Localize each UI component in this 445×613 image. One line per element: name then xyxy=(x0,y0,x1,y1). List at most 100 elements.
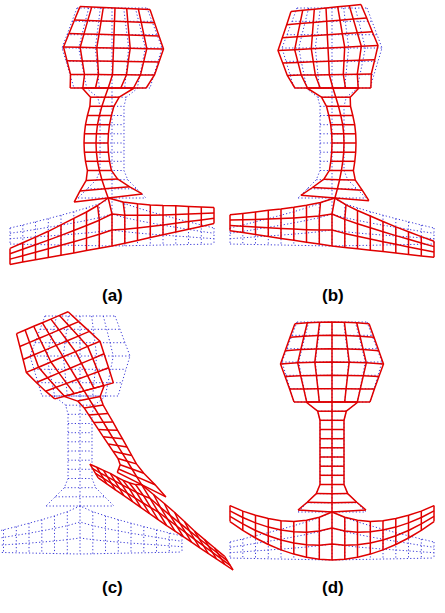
panel-label: (c) xyxy=(102,578,123,598)
deformed-mesh xyxy=(344,322,349,402)
deformed-mesh xyxy=(301,88,332,195)
deformed-mesh xyxy=(357,211,359,249)
undeformed-mesh xyxy=(92,512,93,554)
deformed-mesh xyxy=(350,88,369,201)
undeformed-mesh xyxy=(34,369,126,370)
deformed-mesh xyxy=(331,322,333,402)
deformed-mesh xyxy=(121,9,130,89)
deformed-mesh xyxy=(281,324,295,402)
deformed-mesh xyxy=(331,402,333,512)
deformed-mesh xyxy=(370,521,372,554)
undeformed-mesh xyxy=(105,516,106,554)
deformed-mesh xyxy=(9,248,11,264)
deformed-mesh xyxy=(333,88,344,198)
deformed-mesh xyxy=(213,208,215,224)
deformed-mesh xyxy=(108,88,142,194)
undeformed-mesh xyxy=(131,523,132,553)
undeformed-mesh xyxy=(68,460,92,461)
undeformed-mesh xyxy=(115,316,130,396)
deformed-mesh xyxy=(22,243,24,262)
deformed-mesh xyxy=(201,207,203,226)
deformed-mesh xyxy=(433,506,435,522)
deformed-mesh xyxy=(188,207,190,230)
undeformed-mesh xyxy=(68,441,92,442)
deformed-mesh xyxy=(98,206,100,249)
deformed-mesh xyxy=(408,515,410,538)
undeformed-mesh xyxy=(29,523,30,553)
deformed-mesh xyxy=(395,227,397,253)
deformed-mesh xyxy=(34,326,75,393)
undeformed-mesh xyxy=(421,539,422,558)
deformed-mesh xyxy=(331,512,333,560)
deformed-mesh xyxy=(64,396,120,472)
deformed-mesh xyxy=(96,88,108,198)
undeformed-mesh xyxy=(54,516,55,554)
undeformed-mesh xyxy=(332,402,333,512)
deformed-mesh xyxy=(64,7,81,88)
deformed-mesh xyxy=(73,218,75,253)
deformed-mesh xyxy=(255,515,257,538)
deformed-mesh xyxy=(280,209,282,238)
undeformed-mesh xyxy=(344,518,345,560)
deformed-mesh xyxy=(17,334,55,399)
undeformed-mesh xyxy=(242,539,243,558)
panel-label: (d) xyxy=(322,578,344,598)
deformed-mesh xyxy=(338,7,346,88)
undeformed-mesh xyxy=(67,512,68,554)
deformed-mesh xyxy=(98,478,233,570)
deformed-mesh xyxy=(315,322,320,402)
deformed-mesh xyxy=(349,6,361,88)
deformed-mesh xyxy=(382,222,384,252)
deformed-mesh xyxy=(80,7,92,88)
deformed-mesh xyxy=(129,483,149,514)
deformed-mesh xyxy=(268,518,270,544)
deformed-mesh xyxy=(93,469,228,561)
deformed-mesh xyxy=(175,206,177,232)
undeformed-mesh xyxy=(22,225,23,244)
undeformed-mesh xyxy=(319,518,320,560)
deformed-mesh xyxy=(86,212,88,251)
deformed-mesh xyxy=(48,231,50,257)
panel-label: (a) xyxy=(102,286,123,306)
deformed-mesh xyxy=(134,9,147,88)
deformed-mesh xyxy=(255,212,257,235)
deformed-mesh xyxy=(332,198,335,246)
undeformed-mesh xyxy=(344,402,366,512)
undeformed-mesh xyxy=(118,520,119,554)
deformed-mesh xyxy=(142,485,167,526)
undeformed-mesh xyxy=(182,536,183,552)
deformed-mesh xyxy=(293,207,295,240)
deformed-mesh xyxy=(357,520,359,557)
deformed-mesh xyxy=(280,521,282,550)
undeformed-mesh xyxy=(41,520,42,554)
deformed-mesh xyxy=(96,8,104,89)
undeformed-mesh xyxy=(367,8,382,88)
deformed-mesh xyxy=(100,385,166,497)
undeformed-mesh xyxy=(156,530,157,553)
undeformed-mesh xyxy=(35,342,125,343)
deformed-mesh xyxy=(229,506,231,522)
deformed-mesh xyxy=(293,521,295,554)
deformed-mesh xyxy=(295,10,308,88)
undeformed-mesh xyxy=(80,506,81,554)
undeformed-mesh xyxy=(66,405,95,406)
deformed-mesh xyxy=(175,513,192,543)
deformed-mesh xyxy=(242,511,244,530)
deformed-mesh xyxy=(123,202,125,243)
undeformed-mesh xyxy=(408,536,409,559)
deformed-mesh xyxy=(108,8,115,88)
deformed-mesh xyxy=(154,495,176,532)
deformed-mesh xyxy=(136,485,159,520)
deformed-mesh xyxy=(215,548,225,564)
deformed-mesh xyxy=(242,213,244,232)
deformed-mesh xyxy=(370,216,372,250)
deformed-mesh xyxy=(319,203,320,245)
deformed-mesh xyxy=(408,232,410,255)
deformed-mesh xyxy=(306,205,308,242)
deformed-mesh xyxy=(268,210,270,236)
deformed-mesh xyxy=(96,473,231,565)
undeformed-mesh xyxy=(332,512,333,560)
deformed-mesh xyxy=(319,517,321,559)
deformed-mesh xyxy=(229,215,231,231)
